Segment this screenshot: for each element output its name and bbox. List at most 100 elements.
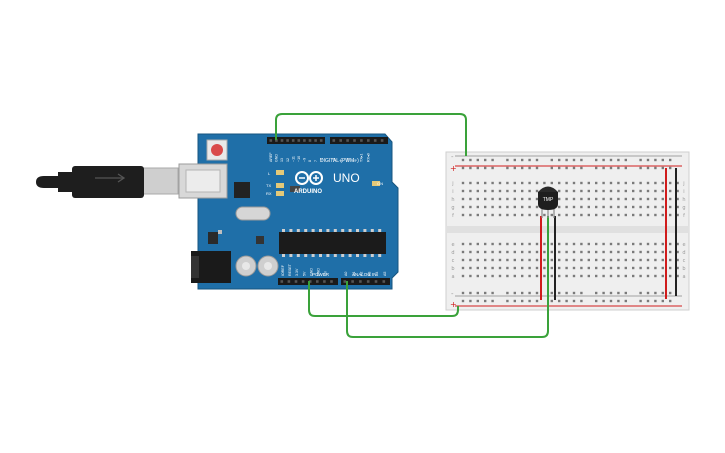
analog-pin-label: A4: [375, 272, 379, 276]
voltage-regulator: [208, 232, 218, 244]
arduino-uno-board[interactable]: ARDUINO UNO DIGITAL (PWM~) POWER ANALOG …: [178, 133, 399, 290]
analog-pin-label: A1: [352, 272, 356, 276]
crystal-oscillator: [235, 206, 271, 221]
digital-pin-label: ~10: [297, 156, 301, 162]
digital-pin-label: 4: [339, 160, 343, 162]
wires[interactable]: [275, 113, 677, 338]
digital-header-left[interactable]: [267, 137, 325, 144]
power-pin-label: 5V: [302, 271, 306, 276]
digital-pin-label: 13: [280, 158, 284, 162]
rx-led: [276, 191, 284, 196]
row-letter: c: [683, 258, 686, 264]
digital-pin-label: 12: [286, 158, 290, 162]
breadboard-holes: [461, 158, 679, 303]
breadboard-center-channel: [446, 226, 689, 233]
digital-pin-label: GND: [275, 154, 279, 162]
row-letter: e: [682, 242, 685, 248]
wire-5v-to-bottom-rail[interactable]: [308, 281, 459, 317]
analog-pin-label: A5: [383, 272, 387, 276]
power-pin-label: RESET: [288, 263, 292, 276]
digital-pin-label: 7: [314, 160, 318, 162]
row-letter: i: [452, 189, 453, 195]
on-led: [372, 181, 380, 186]
digital-pin-label: RX◂0: [367, 153, 371, 162]
arduino-logo-icon: [295, 171, 323, 185]
l-led: [276, 170, 284, 175]
l-led-label: L: [268, 171, 271, 176]
digital-pin-label: ~9: [303, 158, 307, 162]
row-letter: h: [682, 197, 685, 203]
digital-pin-label: ~5: [332, 158, 336, 162]
atmega-chip: [279, 232, 386, 254]
rail-minus-top: -: [451, 153, 454, 161]
row-letter: g: [451, 205, 454, 211]
digital-header-right[interactable]: [330, 137, 388, 144]
reset-button-cap: [211, 144, 223, 156]
digital-pin-label: TX▸1: [360, 154, 364, 162]
tmp36-sensor[interactable]: TMP: [538, 186, 558, 219]
rail-plus-bottom: +: [450, 300, 457, 309]
usb-cable-end: [36, 176, 58, 188]
row-letter: j: [682, 181, 684, 187]
row-letter: g: [682, 205, 685, 211]
wire-a0-to-sensor[interactable]: [346, 216, 549, 338]
analog-pin-label: A0: [344, 272, 348, 276]
usb-b-jack-inner: [185, 169, 221, 193]
digital-pin-label: ~6: [319, 158, 323, 162]
power-pin-label: GND: [317, 268, 321, 276]
brand-text: ARDUINO: [294, 189, 322, 195]
rail-plus-top: +: [450, 164, 457, 173]
row-letter: i: [683, 189, 684, 195]
digital-pin-label: AREF: [269, 152, 273, 162]
wire-gnd-to-top-rail[interactable]: [275, 113, 467, 156]
sensor-label: TMP: [543, 197, 554, 203]
power-label: POWER: [312, 272, 330, 277]
digital-pin-label: 8: [308, 160, 312, 162]
row-letter: f: [452, 213, 454, 219]
row-letter: a: [682, 274, 685, 280]
digital-header-label: DIGITAL (PWM~): [320, 158, 359, 164]
analog-header[interactable]: [341, 278, 390, 285]
power-pin-label: IOREF: [281, 264, 285, 276]
rail-minus-bottom: -: [451, 290, 454, 298]
row-letter: a: [451, 274, 454, 280]
power-pin-label: 3.3V: [295, 268, 299, 276]
power-pin-label: Vin: [324, 271, 328, 276]
dc-power-jack-front: [191, 256, 199, 278]
on-led-label: ON: [377, 181, 383, 186]
usb-strain-relief: [58, 172, 74, 192]
model-text: UNO: [333, 171, 360, 185]
row-letter: c: [452, 258, 455, 264]
analog-pin-label: A3: [367, 272, 371, 276]
analog-label: ANALOG IN: [352, 272, 377, 277]
rx-label: RX: [266, 191, 272, 196]
atmega-chip-pins: [282, 229, 382, 257]
small-chip: [256, 236, 264, 244]
tx-led: [276, 183, 284, 188]
row-letter: d: [682, 250, 685, 256]
resistor-array: [290, 186, 300, 192]
power-pin-label: GND: [309, 268, 313, 276]
usb-cable: [36, 166, 201, 198]
row-letter: h: [451, 197, 454, 203]
digital-pin-label: ~3: [346, 158, 350, 162]
tx-label: TX: [266, 183, 271, 188]
analog-pin-label: A2: [360, 272, 364, 276]
usb-chip: [234, 182, 250, 198]
sensor-body: [538, 192, 558, 210]
header-holes: [269, 139, 386, 283]
usb-symbol-icon: [95, 173, 126, 183]
row-letter: b: [451, 266, 454, 272]
row-letter: d: [451, 250, 454, 256]
row-letter: b: [682, 266, 685, 272]
digital-pin-label: ~11: [291, 156, 295, 162]
digital-pin-label: 2: [353, 160, 357, 162]
row-letter: j: [451, 181, 453, 187]
row-letter: e: [451, 242, 454, 248]
